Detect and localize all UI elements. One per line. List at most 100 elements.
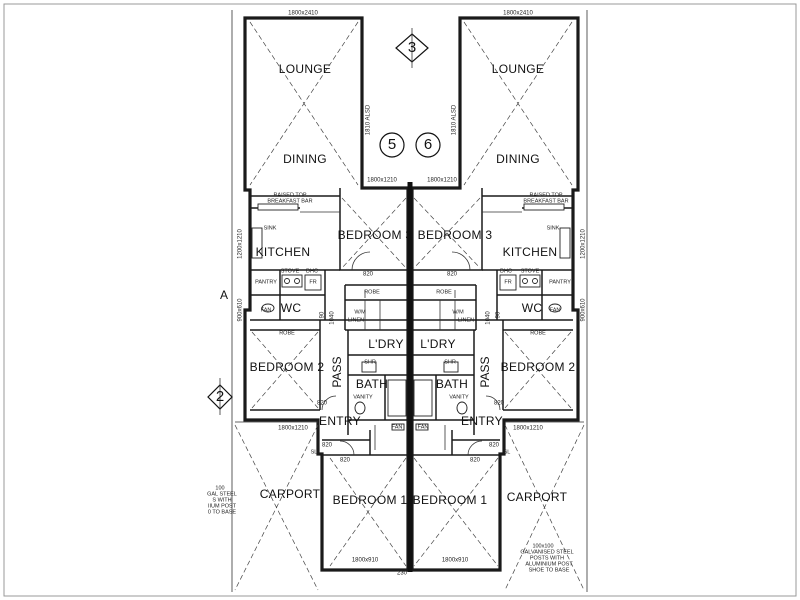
right-bed2-window-dim: 1800x1210 bbox=[513, 426, 543, 432]
left-wc-pan-icon bbox=[261, 303, 275, 313]
ceiling-hatch bbox=[364, 290, 456, 450]
right-wc-window-dim: 900x610 bbox=[581, 298, 587, 322]
right-sink-label: SINK bbox=[547, 225, 560, 231]
left-vanity-label: VANITY bbox=[353, 394, 373, 400]
left-sl-label: SL bbox=[311, 449, 318, 455]
right-robe-top-label: ROBE bbox=[436, 289, 452, 295]
left-bathtub-icon bbox=[387, 379, 407, 417]
svg-text:100: 100 bbox=[215, 485, 224, 491]
right-fan-icon bbox=[415, 423, 429, 431]
left-wm-label: W/M bbox=[354, 309, 366, 315]
right-fridge-icon bbox=[499, 274, 517, 291]
svg-text:GAL STEEL: GAL STEEL bbox=[207, 491, 237, 497]
tag-6-label: 6 bbox=[424, 136, 432, 153]
right-shower-icon bbox=[443, 361, 459, 373]
left-stove-icon bbox=[281, 274, 303, 288]
left-lounge-label: LOUNGE bbox=[279, 62, 331, 76]
left-robe-top-label: ROBE bbox=[364, 289, 380, 295]
left-bed3-door-dim: 820 bbox=[363, 272, 374, 278]
right-outer-wall bbox=[410, 16, 580, 572]
left-outer-wall bbox=[243, 16, 410, 572]
left-bed1-window-dim: 1800x910 bbox=[352, 558, 379, 564]
tag-2-label: 2 bbox=[216, 388, 224, 405]
overall-230-dim: 230 bbox=[397, 571, 408, 577]
left-linen-label: LINEN bbox=[348, 317, 364, 323]
right-sl-label: SL bbox=[504, 449, 511, 455]
right-bed2-door-dim: 820 bbox=[494, 401, 505, 407]
right-robe-bed2-label: ROBE bbox=[530, 330, 546, 336]
left-fan-label: FAN bbox=[392, 424, 403, 430]
right-bed3-door-dim: 820 bbox=[447, 272, 458, 278]
svg-text:ALUMINIUM POST: ALUMINIUM POST bbox=[525, 561, 573, 567]
right-vanity-label: VANITY bbox=[449, 394, 469, 400]
right-wc-fan-label: FAN bbox=[550, 307, 561, 313]
left-bed2-window-dim: 1800x1210 bbox=[278, 426, 308, 432]
section-tag-5: 5 bbox=[379, 132, 405, 158]
right-dhc-label: DHC bbox=[500, 268, 512, 274]
right-bedroom1-label: BEDROOM 1 bbox=[413, 493, 488, 507]
right-carport-label: CARPORT bbox=[507, 490, 568, 504]
left-kitchen-window-dim: 1200x1210 bbox=[238, 228, 244, 258]
right-wc-pan-icon bbox=[548, 303, 562, 313]
right-lounge-label: LOUNGE bbox=[492, 62, 544, 76]
grid-line-a: A bbox=[220, 288, 228, 302]
left-sink-icon bbox=[251, 227, 263, 259]
right-wc-label: WC bbox=[522, 301, 543, 315]
right-pantry-label: PANTRY bbox=[549, 279, 571, 285]
left-breakfast-bar bbox=[257, 203, 299, 211]
left-shower-icon bbox=[361, 361, 377, 373]
left-post-note: 100 GAL STEEL S WITH IIUM POST 0 TO BASE bbox=[207, 485, 237, 515]
right-shr-label: SHR bbox=[444, 359, 456, 365]
right-breakfast-bar bbox=[523, 203, 565, 211]
left-carport-label: CARPORT bbox=[260, 487, 321, 501]
right-vanity-basin-icon bbox=[456, 401, 468, 415]
right-window-top-dim: 1800x2410 bbox=[503, 11, 533, 17]
left-stove-label: STOVE bbox=[281, 268, 300, 274]
right-sink-icon bbox=[559, 227, 571, 259]
right-bed1-window-dim: 1800x910 bbox=[442, 558, 469, 564]
section-tag-3: 3 bbox=[395, 28, 429, 68]
left-fan-icon bbox=[391, 423, 405, 431]
right-fan-label: FAN bbox=[418, 424, 429, 430]
right-stove-icon bbox=[519, 274, 541, 288]
right-laundry-label: L'DRY bbox=[420, 337, 456, 351]
left-bed1-door-dim: 820 bbox=[340, 458, 351, 464]
left-laundry-label: L'DRY bbox=[368, 337, 404, 351]
left-90-dim: 90 bbox=[320, 311, 326, 318]
svg-text:POSTS WITH: POSTS WITH bbox=[530, 555, 564, 561]
left-wc-fan-label: FAN bbox=[261, 307, 272, 313]
svg-text:IIUM POST: IIUM POST bbox=[208, 503, 237, 509]
right-bed1-door-dim: 820 bbox=[470, 458, 481, 464]
left-dining-window-dim: 1810 ALSD bbox=[366, 104, 372, 135]
left-kitchen-label: KITCHEN bbox=[256, 245, 311, 259]
right-bathtub-icon bbox=[413, 379, 433, 417]
right-dining-label: DINING bbox=[496, 152, 540, 166]
svg-text:100x100: 100x100 bbox=[532, 543, 553, 549]
right-bath-label: BATH bbox=[436, 377, 468, 391]
left-dhc-label: DHC bbox=[306, 268, 318, 274]
section-tag-6: 6 bbox=[415, 132, 441, 158]
right-entry-label: ENTRY bbox=[461, 414, 503, 428]
left-sink-label: SINK bbox=[264, 225, 277, 231]
svg-text:SHOE TO BASE: SHOE TO BASE bbox=[529, 567, 570, 573]
left-bedroom2-label: BEDROOM 2 bbox=[250, 360, 325, 374]
right-bar-label-1: RAISED TOP bbox=[529, 192, 562, 198]
left-bedroom1-label: BEDROOM 1 bbox=[333, 493, 408, 507]
unit-right bbox=[410, 16, 585, 591]
left-entry-label: ENTRY bbox=[319, 414, 361, 428]
left-bar-label-2: BREAKFAST BAR bbox=[267, 198, 312, 204]
left-vanity-basin-icon bbox=[354, 401, 366, 415]
right-stove-label: STOVE bbox=[521, 268, 540, 274]
left-robe-bed2-label: ROBE bbox=[279, 330, 295, 336]
right-linen-label: LINEN bbox=[458, 317, 474, 323]
right-pass-label: PASS bbox=[478, 356, 492, 387]
left-entry-door-dim: 820 bbox=[322, 443, 333, 449]
section-tag-2: 2 bbox=[207, 378, 233, 415]
left-bath-label: BATH bbox=[356, 377, 388, 391]
left-bedroom3-label: BEDROOM 3 bbox=[338, 228, 413, 242]
left-pantry-label: PANTRY bbox=[255, 279, 277, 285]
left-bed3-window-dim: 1800x1210 bbox=[367, 178, 397, 184]
left-wc-label: WC bbox=[281, 301, 302, 315]
left-shr-label: SHR bbox=[364, 359, 376, 365]
